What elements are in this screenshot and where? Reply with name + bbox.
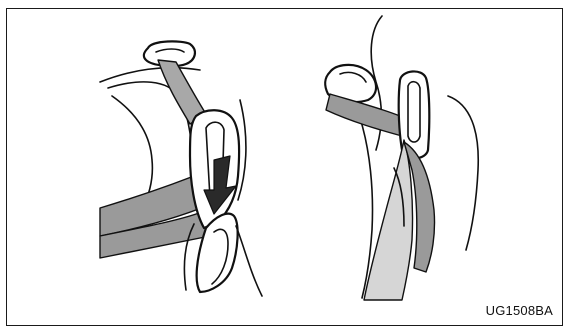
left-panel: [100, 41, 262, 296]
right-belt-main: [364, 140, 413, 300]
right-seat-outline: [448, 96, 478, 250]
right-panel: [325, 16, 478, 300]
figure-code: UG1508BA: [486, 303, 553, 318]
